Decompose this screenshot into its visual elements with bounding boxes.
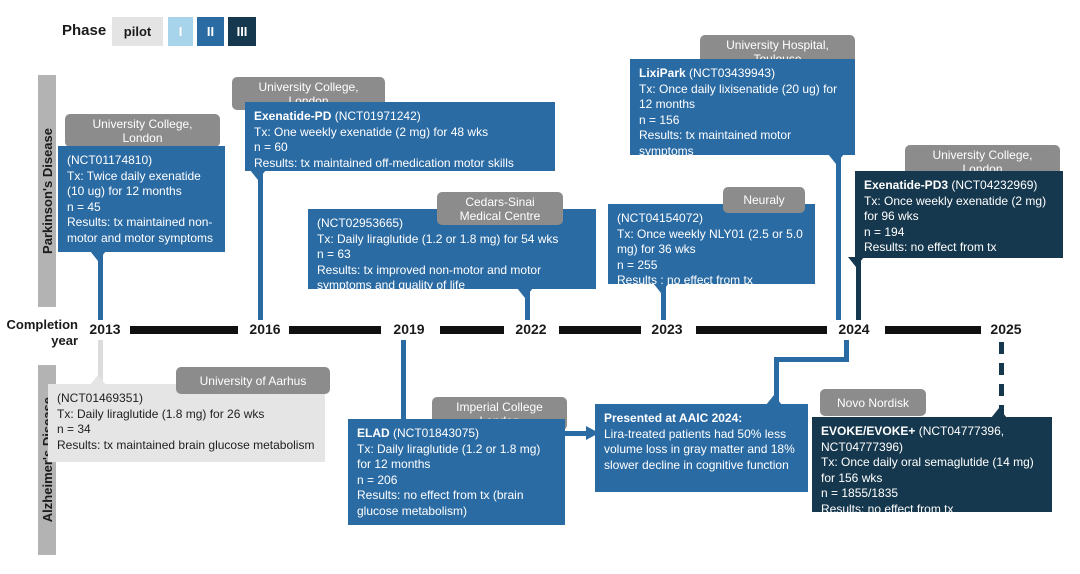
trial-bubble-evoke: EVOKE/EVOKE+ (NCT04777396, NCT04777396) … [812, 417, 1052, 516]
year-tick-2013: 2013 [89, 321, 121, 337]
axis-segment [130, 326, 238, 334]
sponsor-tag-aarhus: University of Aarhus [176, 367, 330, 394]
sponsor-tag-ucl-2013: University College, London [65, 114, 220, 147]
connector-2024-elbow-vertical-lower [774, 357, 779, 407]
connector-ucl2013-to-2013 [98, 248, 103, 320]
bubble-tail [90, 251, 106, 261]
bubble-tail [991, 408, 1007, 418]
trial-details: Tx: Once weekly NLY01 (2.5 or 5.0 mg) fo… [617, 226, 803, 288]
trial-title: ELAD (NCT01843075) [357, 426, 480, 440]
trial-details: Tx: Daily liraglutide (1.2 or 1.8 mg) fo… [357, 441, 541, 518]
row-label-parkinsons: Parkinson's Disease [38, 75, 56, 307]
year-tick-2024: 2024 [838, 321, 870, 337]
trial-title: EVOKE/EVOKE+ (NCT04777396, NCT04777396) [821, 424, 1005, 454]
year-tick-2016: 2016 [249, 321, 281, 337]
year-tick-2019: 2019 [393, 321, 425, 337]
trial-bubble-lixipark: LixiPark (NCT03439943) Tx: Once daily li… [630, 59, 855, 158]
bubble-tail [517, 288, 533, 298]
axis-segment [440, 326, 504, 334]
connector-2019-to-elad [401, 340, 406, 422]
axis-segment [559, 326, 641, 334]
trial-details: Tx: Once daily lixisenatide (20 ug) for … [639, 81, 838, 158]
trial-bubble-nct04154072: (NCT04154072) Tx: Once weekly NLY01 (2.5… [608, 204, 815, 287]
connector-exenatidepd-to-2016 [258, 170, 263, 320]
axis-label: Completion year [6, 317, 79, 348]
sponsor-tag-novo-nordisk: Novo Nordisk [820, 389, 926, 416]
bubble-tail [848, 257, 864, 267]
trial-title: LixiPark (NCT03439943) [639, 66, 776, 80]
axis-segment [289, 326, 381, 334]
trial-bubble-aaic-2024: Presented at AAIC 2024: Lira-treated pat… [595, 404, 808, 492]
bubble-tail [90, 375, 106, 385]
trial-details: Tx: Twice daily exenatide (10 ug) for 12… [67, 168, 214, 245]
bubble-tail [766, 395, 782, 405]
trial-bubble-exenatide-pd3: Exenatide-PD3 (NCT04232969) Tx: Once wee… [855, 171, 1063, 258]
sponsor-tag-neuraly: Neuraly [723, 187, 805, 213]
phase-legend-pilot: pilot [112, 17, 163, 46]
phase-legend-II: II [197, 17, 224, 46]
connector-elad-to-aaic-line [563, 431, 587, 436]
trial-title: Exenatide-PD (NCT01971242) [254, 109, 421, 123]
connector-2013-to-aarhus [98, 340, 103, 386]
trial-details: Lira-treated patients had 50% less volum… [604, 426, 795, 472]
trial-details: Tx: Once weekly exenatide (2 mg) for 96 … [864, 193, 1047, 255]
year-tick-2025: 2025 [990, 321, 1022, 337]
phase-legend-label: Phase [62, 22, 107, 39]
trial-details: Tx: Once daily oral semaglutide (14 mg) … [821, 455, 1034, 516]
trial-bubble-nct01174810: (NCT01174810) Tx: Twice daily exenatide … [58, 146, 225, 252]
trial-title: (NCT04154072) [617, 211, 704, 225]
sponsor-tag-cedars-sinai: Cedars-Sinai Medical Centre [437, 192, 563, 225]
trial-title: (NCT02953665) [317, 216, 404, 230]
connector-cedars-to-2022 [525, 288, 530, 320]
phase-legend-I: I [168, 17, 193, 46]
trial-details: Tx: One weekly exenatide (2 mg) for 48 w… [254, 124, 514, 170]
trial-title: Presented at AAIC 2024: [604, 411, 743, 425]
axis-segment [885, 326, 981, 334]
trial-bubble-nct01469351: (NCT01469351) Tx: Daily liraglutide (1.8… [48, 384, 325, 462]
trial-bubble-exenatide-pd: Exenatide-PD (NCT01971242) Tx: One weekl… [245, 102, 555, 171]
phase-legend-III: III [228, 17, 256, 46]
year-tick-2023: 2023 [651, 321, 683, 337]
trial-title: (NCT01174810) [67, 153, 153, 167]
connector-neuraly-to-2023 [661, 283, 666, 320]
bubble-tail [250, 170, 266, 180]
connector-exenatidepd3-to-2024 [856, 256, 861, 320]
trial-title: (NCT01469351) [57, 391, 144, 405]
connector-lixipark-to-2024 [836, 153, 841, 320]
trial-title: Exenatide-PD3 (NCT04232969) [864, 178, 1038, 192]
year-tick-2022: 2022 [515, 321, 547, 337]
bubble-tail [653, 283, 669, 293]
axis-segment [696, 326, 827, 334]
connector-2024-elbow-horizontal [774, 357, 849, 362]
connector-2025-to-evoke-dashed [999, 342, 1004, 414]
row-label-parkinsons-text: Parkinson's Disease [39, 128, 55, 254]
trial-details: Tx: Daily liraglutide (1.2 or 1.8 mg) fo… [317, 231, 559, 293]
connector-2024-elbow-vertical-upper [844, 340, 849, 362]
trial-bubble-elad: ELAD (NCT01843075) Tx: Daily liraglutide… [348, 419, 565, 525]
bubble-tail [828, 154, 844, 164]
trial-details: Tx: Daily liraglutide (1.8 mg) for 26 wk… [57, 406, 315, 452]
